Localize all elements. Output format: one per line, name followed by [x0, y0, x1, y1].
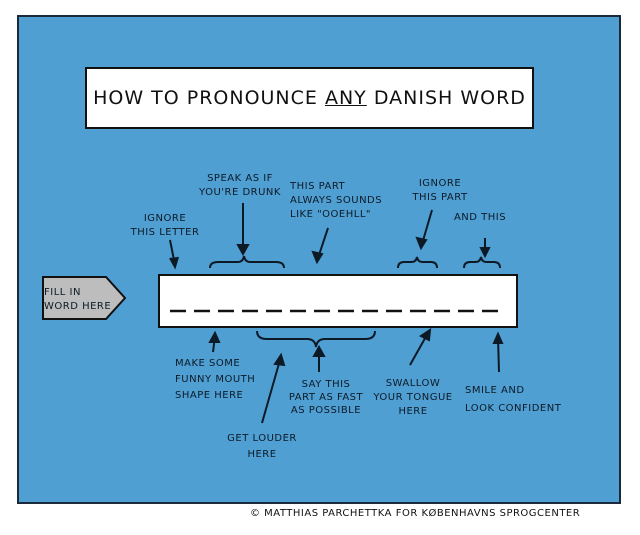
title-box: How to pronounce any Danish word	[85, 67, 534, 129]
note-smile: Smile and look confident	[465, 385, 562, 414]
brace-top-3	[463, 256, 501, 269]
title-text-end: Danish word	[366, 87, 526, 109]
note-speak-drunk: Speak as if you're drunk	[199, 173, 281, 198]
title-emphasis: any	[324, 87, 367, 109]
brace-top-2	[397, 256, 438, 269]
arrows-top	[169, 203, 491, 270]
note-ignore-part: Ignore this part	[412, 178, 468, 203]
copyright-footer: © Matthias Parchettka for Københavns Spr…	[250, 508, 581, 519]
note-ooehll: This part always sounds like "ooehll"	[290, 181, 383, 220]
comic-title: How to pronounce any Danish word	[93, 87, 526, 109]
note-swallow-tongue: Swallow your tongue here	[373, 378, 453, 417]
note-ignore-letter: Ignore this letter	[130, 213, 200, 238]
note-mouth-shape: Make some funny mouth shape here	[175, 358, 256, 401]
brace-top-1	[209, 255, 285, 269]
note-and-this: And this	[453, 212, 507, 223]
note-say-fast: Say this part as fast as possible	[288, 379, 364, 416]
word-input-box[interactable]	[158, 274, 518, 328]
note-get-louder: Get louder here	[227, 433, 297, 460]
title-text: How to pronounce	[93, 87, 325, 109]
brace-bottom	[256, 330, 376, 348]
arrows-bottom	[208, 327, 504, 424]
fill-in-label: Fill in word here	[44, 287, 112, 312]
fill-in-arrow-tag	[42, 276, 126, 320]
